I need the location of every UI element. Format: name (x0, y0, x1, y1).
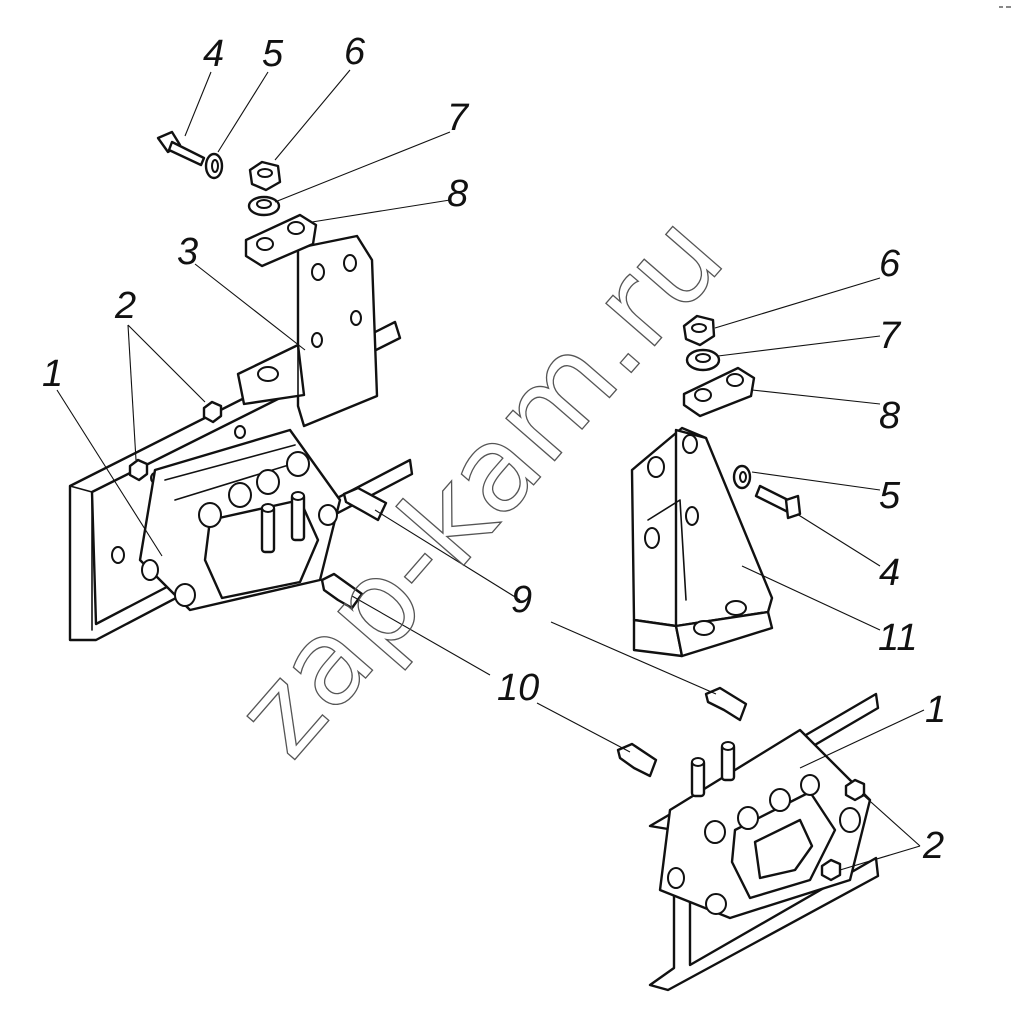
right-mount-1 (616, 686, 872, 920)
left-hardware (128, 130, 388, 610)
corner-mark (999, 6, 1011, 8)
callout-label: 2 (114, 285, 136, 327)
callout-label: 4 (203, 33, 224, 75)
right-hardware (682, 314, 802, 520)
callout-label: 1 (42, 353, 63, 395)
callout-label: 7 (447, 97, 470, 139)
callout-label: 10 (497, 667, 539, 709)
callout-label: 4 (879, 552, 900, 594)
callout-label: 6 (879, 243, 901, 285)
callout-label: 8 (447, 173, 468, 215)
callout-label: 1 (925, 689, 946, 731)
callout-label: 3 (177, 231, 198, 273)
callout-numbers: 4 5 6 7 8 3 2 1 6 7 8 5 4 11 9 10 1 2 (42, 31, 946, 867)
callout-label: 11 (878, 617, 917, 659)
callout-label: 5 (879, 475, 901, 517)
right-bracket-11 (630, 426, 774, 658)
left-mount-1 (138, 428, 342, 612)
callout-label: 7 (879, 315, 902, 357)
leader-lines (56, 69, 925, 871)
left-bracket-3 (236, 234, 379, 428)
callout-label: 6 (344, 31, 366, 73)
callout-label: 5 (262, 33, 284, 75)
callout-label: 8 (879, 395, 900, 437)
callout-label: 2 (922, 825, 944, 867)
callout-label: 9 (511, 579, 532, 621)
